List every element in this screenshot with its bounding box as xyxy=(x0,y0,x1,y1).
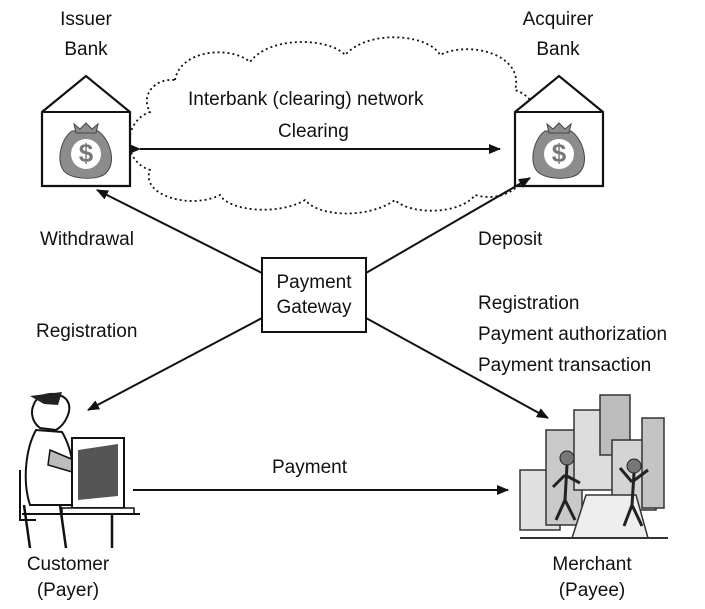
gateway-line1: Payment xyxy=(276,272,352,293)
customer-at-computer-icon xyxy=(19,392,140,549)
acquirer-bank-line2: Bank xyxy=(536,39,580,60)
merchant-registration-label: Registration xyxy=(478,293,580,314)
merchant-flow-arrow xyxy=(365,317,549,419)
gateway-line2: Gateway xyxy=(276,297,352,318)
payment-label: Payment xyxy=(272,457,347,478)
customer-line2: (Payer) xyxy=(36,580,100,601)
acquirer-bank-icon xyxy=(513,74,605,188)
customer-line1: Customer xyxy=(26,554,110,575)
customer-registration-arrow xyxy=(87,317,263,411)
payment-transaction-label: Payment transaction xyxy=(478,355,652,376)
issuer-bank-label: Issuer Bank xyxy=(26,8,146,62)
deposit-label: Deposit xyxy=(478,229,543,250)
payment-gateway-box: Payment Gateway xyxy=(261,257,367,333)
acquirer-dollar-sign: $ xyxy=(551,138,567,168)
issuer-bank-line1: Issuer xyxy=(60,9,112,30)
merchant-label: Merchant (Payee) xyxy=(530,552,654,604)
merchant-buildings-icon xyxy=(519,394,668,539)
payment-authorization-label: Payment authorization xyxy=(478,324,668,345)
issuer-bank-line2: Bank xyxy=(64,39,108,60)
issuer-bank-icon xyxy=(40,74,132,188)
acquirer-bank-label: Acquirer Bank xyxy=(498,8,618,62)
issuer-dollar-sign: $ xyxy=(78,138,94,168)
interbank-network-label: Interbank (clearing) network xyxy=(188,89,424,110)
merchant-flow-labels: Registration Payment authorization Payme… xyxy=(478,288,667,381)
merchant-line1: Merchant xyxy=(552,554,632,575)
customer-registration-label: Registration xyxy=(36,321,138,342)
withdrawal-arrow xyxy=(96,189,263,274)
clearing-label: Clearing xyxy=(278,121,349,142)
withdrawal-label: Withdrawal xyxy=(40,229,134,250)
merchant-line2: (Payee) xyxy=(558,580,626,601)
customer-label: Customer (Payer) xyxy=(6,552,130,604)
deposit-arrow xyxy=(365,177,531,274)
interbank-cloud xyxy=(128,36,540,215)
acquirer-bank-line1: Acquirer xyxy=(522,9,594,30)
